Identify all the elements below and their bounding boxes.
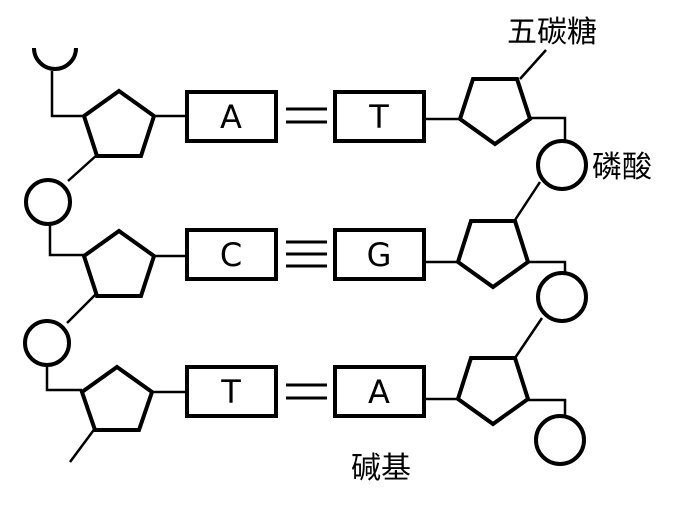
link-phosphate1-sugar-l2 [48, 224, 84, 257]
label-base: 碱基 [351, 451, 411, 486]
phosphate-left-1 [24, 178, 72, 226]
label-pentose: 五碳糖 [507, 15, 597, 50]
sugar-left-3 [79, 364, 155, 432]
sugar-left-1 [81, 88, 157, 158]
base-right-3-letter: A [368, 373, 390, 411]
label-phosphate: 磷酸 [592, 150, 652, 185]
base-left-2-letter: C [220, 236, 242, 274]
link-sugar-l1-phosphate1 [67, 153, 99, 182]
sugar-right-2 [455, 219, 531, 290]
link-phosphate2-sugar-r3 [513, 317, 544, 359]
base-right-3 [333, 365, 426, 418]
phosphate-left-top-partial [32, 47, 78, 71]
base-left-2 [185, 228, 278, 281]
phosphate-left-2 [23, 319, 71, 367]
base-left-1 [185, 90, 278, 143]
sugar-right-1 [457, 77, 533, 147]
base-left-3-letter: T [220, 373, 241, 411]
link-sugar-l3-tail [68, 426, 98, 463]
link-sugar-r2-phosphate2 [528, 260, 567, 275]
phosphate-right-3 [534, 414, 586, 466]
link-phosphate0-sugar-l1 [50, 71, 84, 118]
base-right-1-letter: T [368, 98, 389, 136]
link-phosphate2-sugar-l3 [45, 366, 82, 392]
base-right-2 [333, 228, 426, 281]
link-phosphate1-sugar-r2 [513, 181, 542, 221]
link-sugar-r3-phosphate3 [528, 398, 567, 419]
phosphate-right-1 [536, 139, 588, 191]
base-right-1 [333, 90, 426, 143]
sugar-left-2 [81, 228, 157, 298]
phosphate-right-2 [536, 271, 588, 323]
link-label-pentose [519, 49, 547, 80]
link-sugar-r1-phosphate1 [530, 116, 567, 143]
sugar-right-3 [455, 356, 531, 427]
base-right-2-letter: G [367, 236, 392, 274]
base-left-3 [185, 365, 278, 418]
base-left-1-letter: A [220, 98, 242, 136]
link-sugar-l2-phosphate2 [66, 291, 99, 324]
